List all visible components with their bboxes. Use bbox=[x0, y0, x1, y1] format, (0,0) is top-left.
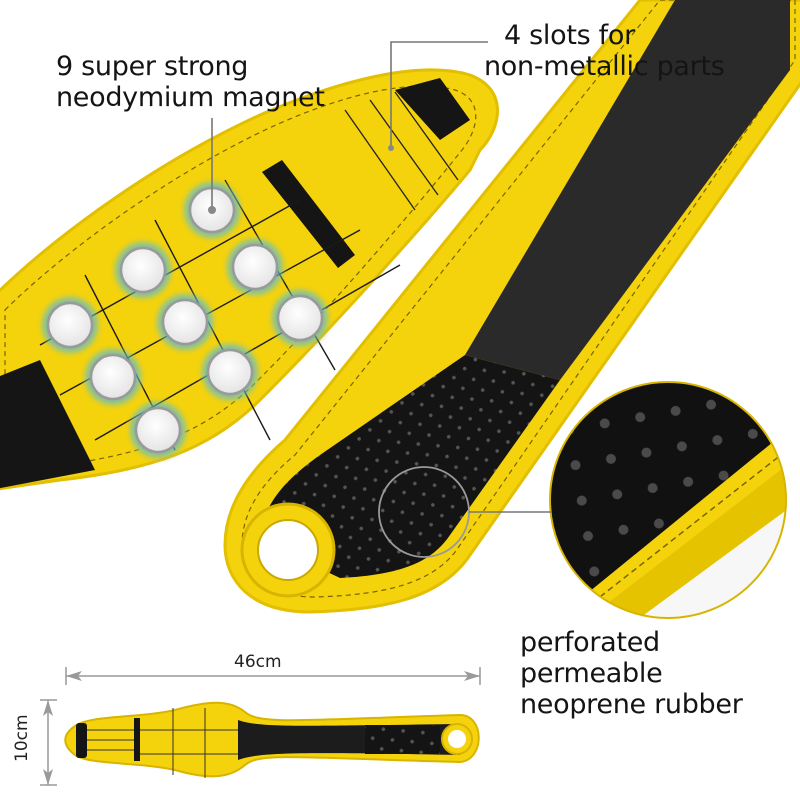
height-dimension-label: 10cm bbox=[12, 714, 32, 762]
slots-callout-line2: non-metallic parts bbox=[484, 51, 725, 82]
rubber-callout-line1: perforated permeable bbox=[520, 627, 663, 689]
magnet bbox=[196, 338, 264, 406]
magnet-callout-label: 9 super strong neodymium magnet bbox=[56, 51, 325, 113]
magnet bbox=[36, 291, 104, 359]
magnet bbox=[151, 288, 219, 356]
rubber-callout-label: perforated permeable neoprene rubber bbox=[520, 627, 800, 720]
rubber-zoom-detail bbox=[550, 382, 786, 618]
magnet-array bbox=[36, 176, 334, 464]
dimension-diagram bbox=[40, 667, 481, 786]
strap-band bbox=[223, 0, 800, 614]
magnet bbox=[266, 284, 334, 352]
perforated-zone bbox=[260, 355, 560, 578]
magnet bbox=[221, 233, 289, 301]
slots-callout-label: 4 slots for non-metallic parts bbox=[484, 20, 725, 82]
magnet bbox=[109, 236, 177, 304]
magnet bbox=[79, 343, 147, 411]
rubber-callout-line2: neoprene rubber bbox=[520, 689, 743, 720]
length-dimension-label: 46cm bbox=[234, 652, 282, 672]
magnet-callout-line2: neodymium magnet bbox=[56, 82, 325, 113]
slots-callout-line1: 4 slots for bbox=[504, 20, 635, 51]
magnet bbox=[124, 396, 192, 464]
magnet-callout-line1: 9 super strong bbox=[56, 51, 249, 82]
slots-leader-line bbox=[390, 41, 488, 148]
